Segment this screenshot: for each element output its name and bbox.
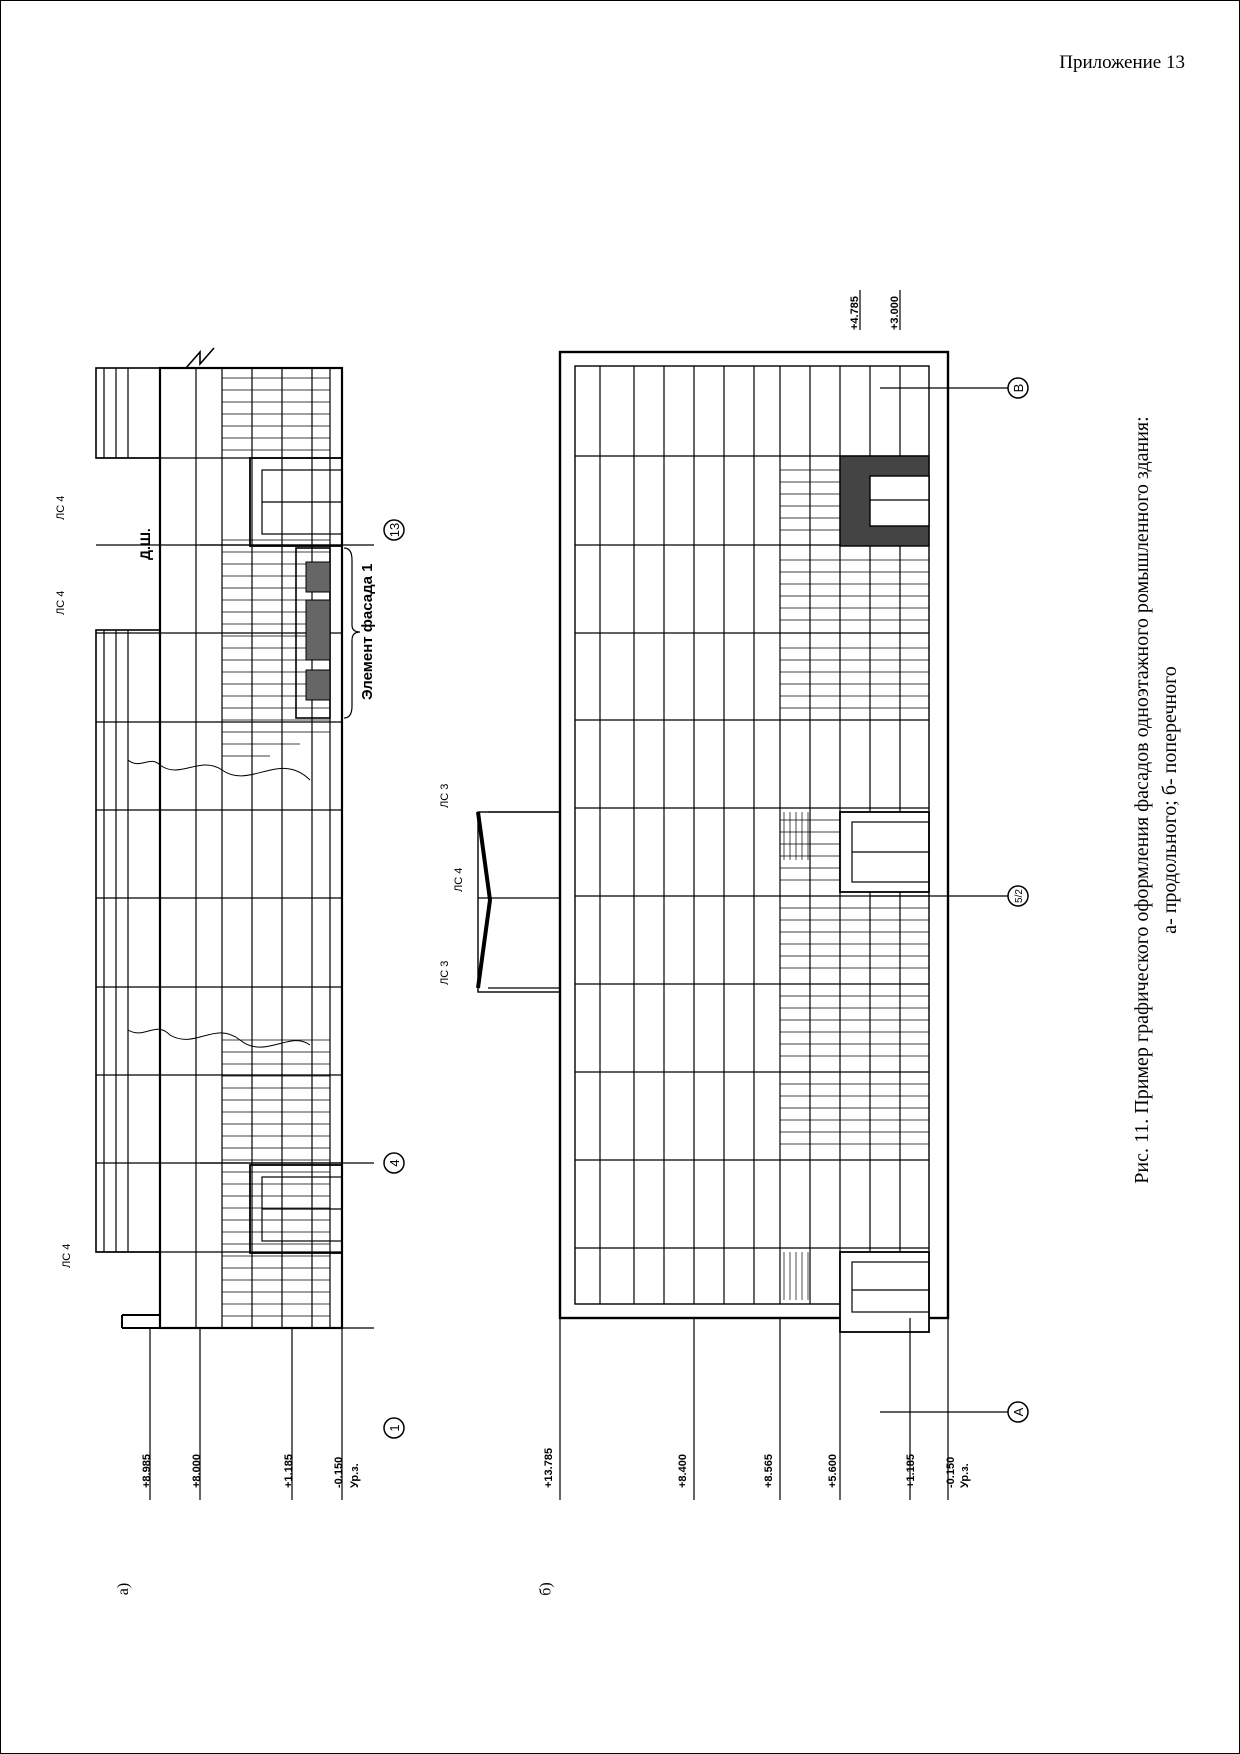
level-a-ground: Ур.з.	[349, 1463, 361, 1488]
top-level-1: +4.785	[849, 296, 861, 330]
axis-marker-b-52	[1007, 885, 1029, 907]
figure-caption: Рис. 11. Пример графического оформления …	[1128, 250, 1198, 1350]
mark-a-1: ЛС 4	[61, 1244, 73, 1268]
break-line-2	[127, 1028, 311, 1048]
mark-b-2: ЛС 4	[453, 868, 465, 892]
gate-b-2	[839, 1251, 930, 1333]
element-note: Элемент фасада 1	[359, 564, 376, 701]
axis-marker-b-v	[1007, 377, 1029, 399]
level-a-1: +8.985	[141, 1454, 153, 1488]
axis-marker-a-13-label: 13	[387, 523, 402, 537]
break-line-1	[127, 759, 311, 781]
mark-a-2: ЛС 4	[55, 591, 67, 615]
element-brace	[343, 547, 361, 719]
axis-marker-b-52-label: 5/2	[1014, 889, 1025, 903]
appendix-label: Приложение 13	[1059, 52, 1185, 73]
top-level-2: +3.000	[889, 296, 901, 330]
axis-marker-a-1-label: 1	[387, 1424, 402, 1431]
axis-marker-a-4-label: 4	[387, 1159, 402, 1166]
mark-b-1: ЛС 3	[439, 961, 451, 985]
facade-b	[476, 290, 1010, 1500]
levels-b: +13.785 +8.400 +8.565 +5.600 +1.185 -0.1…	[543, 296, 971, 1488]
axis-marker-a-4	[383, 1152, 405, 1174]
level-b-6: -0.150	[945, 1457, 957, 1488]
caption-line-2: а- продольного; б- поперечного	[1159, 666, 1181, 934]
level-b-4: +5.600	[827, 1454, 839, 1488]
marks-a: ЛС 4 ЛС 4 ЛС 4 Д.Ш. Элемент фасада 1	[55, 496, 376, 1268]
roof-note: Д.Ш.	[137, 528, 153, 560]
axis-markers-b: А 5/2 В	[1007, 377, 1029, 1423]
level-b-1: +13.785	[543, 1448, 555, 1488]
roof-lantern	[476, 811, 561, 993]
level-b-5: +1.185	[905, 1454, 917, 1488]
level-b-3: +8.565	[763, 1454, 775, 1488]
axis-marker-a-1	[383, 1417, 405, 1439]
axis-marker-b-a-label: А	[1011, 1407, 1026, 1416]
panel-a-label: а)	[115, 1582, 133, 1596]
facade-a	[95, 347, 374, 1500]
levels-a: +8.985 +8.000 +1.185 -0.150 Ур.з.	[141, 1454, 361, 1488]
marks-b: ЛС 3 ЛС 4 ЛС 3	[439, 784, 465, 985]
axis-markers-a: 1 4 13	[383, 519, 405, 1439]
caption-line-1: Рис. 11. Пример графического оформления …	[1131, 416, 1153, 1184]
level-b-2: +8.400	[677, 1454, 689, 1488]
mark-a-3: ЛС 4	[55, 496, 67, 520]
level-b-ground: Ур.з.	[959, 1463, 971, 1488]
level-a-4: -0.150	[333, 1457, 345, 1488]
panel-b-label: б)	[537, 1582, 555, 1596]
level-a-3: +1.185	[283, 1454, 295, 1488]
mark-b-3: ЛС 3	[439, 784, 451, 808]
axis-marker-b-v-label: В	[1011, 384, 1026, 393]
axis-marker-a-13	[383, 519, 405, 541]
axis-marker-b-a	[1007, 1401, 1029, 1423]
level-a-2: +8.000	[191, 1454, 203, 1488]
hatch-a-1	[222, 377, 330, 1317]
